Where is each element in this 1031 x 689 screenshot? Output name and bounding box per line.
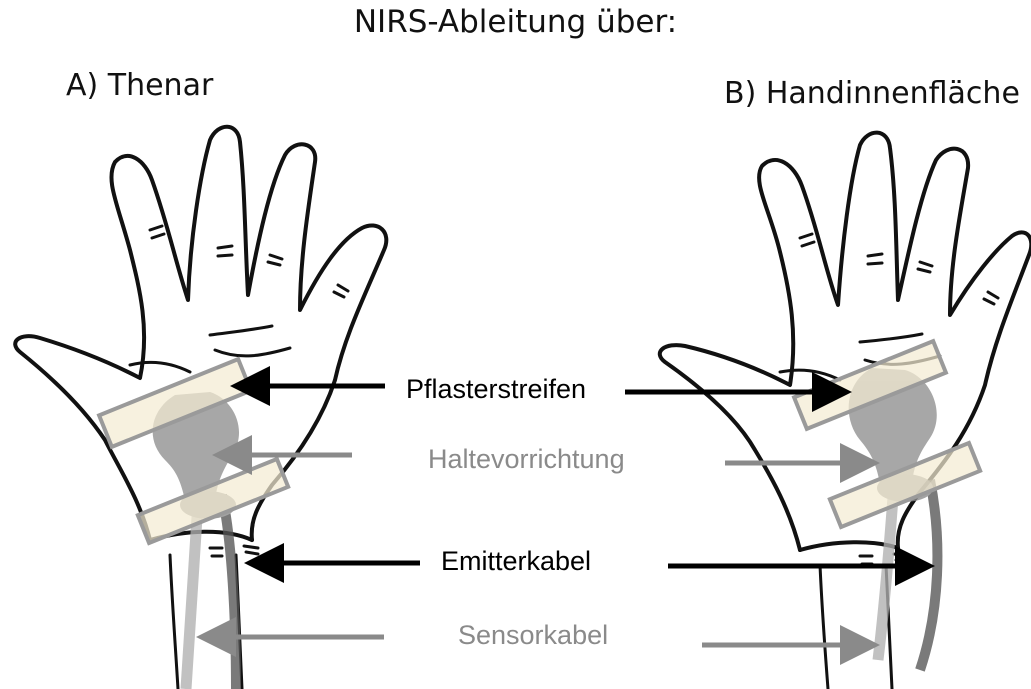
hand-b-wrist: [800, 542, 898, 550]
emitter-cable-b: [920, 480, 937, 670]
hand-b-finger-line-2: [918, 262, 932, 272]
hand-b-forearm-left: [820, 565, 828, 689]
hand-a-crease-3: [130, 362, 190, 372]
hand-a-finger-line-3: [334, 285, 348, 297]
hand-a-crease-2: [210, 326, 272, 335]
hand-b-crease-2: [860, 334, 922, 342]
hand-a-forearm-left: [170, 555, 178, 689]
label-emitterkabel: Emitterkabel: [441, 546, 591, 577]
hand-b-finger-line-3: [984, 292, 998, 304]
label-sensorkabel: Sensorkabel: [458, 620, 608, 651]
hand-b-finger-line-1: [868, 254, 882, 264]
hand-a-finger-line-4: [150, 226, 164, 238]
hand-a-finger-line-2: [268, 255, 282, 265]
label-haltevorrichtung: Haltevorrichtung: [428, 444, 625, 475]
label-pflasterstreifen: Pflasterstreifen: [406, 374, 586, 405]
device-a: [153, 392, 239, 689]
hand-b-outline: [660, 133, 1031, 550]
hand-a-finger-line-1: [218, 246, 232, 256]
hand-b-finger-line-4: [800, 234, 814, 246]
hand-a-crease-1: [215, 348, 290, 356]
emitter-cable-a: [222, 495, 236, 689]
